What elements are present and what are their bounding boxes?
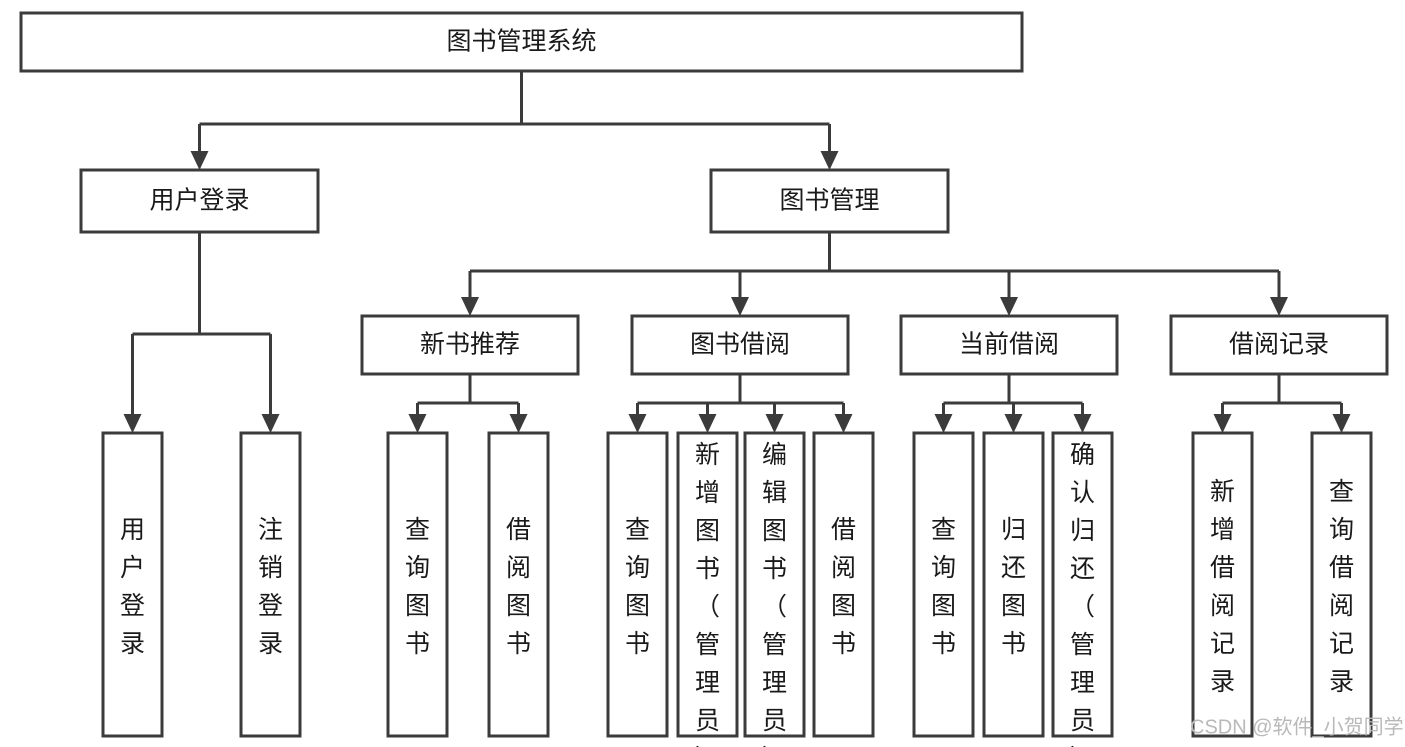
node-label-book-manage: 图书管理 (779, 187, 879, 215)
node-box-new-book-rec (360, 314, 580, 376)
node-book-borrow[interactable]: 图书借阅 (630, 314, 850, 376)
node-label-new-book-rec: 新书推荐 (420, 331, 520, 359)
node-box-user-login (79, 168, 320, 234)
node-box-leaf-borrow-query (606, 431, 669, 738)
node-leaf-user-logout[interactable]: 注销登录 (239, 431, 302, 738)
node-box-leaf-borrow-edit (743, 431, 806, 738)
node-box-leaf-cur-confirm (1051, 431, 1114, 738)
node-leaf-rec-add[interactable]: 新增借阅记录 (1191, 431, 1254, 738)
node-label-leaf-cur-return: 归还图书 (1001, 516, 1026, 658)
node-label-leaf-borrow-edit: 编辑图书（管理员） (762, 441, 787, 747)
node-box-leaf-user-login (101, 431, 164, 738)
arrow-head-icon (1000, 297, 1018, 316)
node-label-leaf-borrow-add: 新增图书（管理员） (695, 441, 720, 747)
connector-layer (123, 71, 1351, 433)
node-label-current-borrow: 当前借阅 (959, 331, 1059, 359)
node-user-login[interactable]: 用户登录 (79, 168, 320, 234)
arrow-head-icon (765, 414, 784, 433)
node-box-current-borrow (899, 314, 1119, 376)
node-leaf-borrow-add[interactable]: 新增图书（管理员） (676, 431, 739, 747)
arrow-head-icon (461, 297, 479, 316)
node-box-leaf-rec-query (386, 431, 449, 738)
node-leaf-rec-search[interactable]: 查询借阅记录 (1310, 431, 1373, 738)
arrow-head-icon (834, 414, 853, 433)
node-label-leaf-rec-borrow: 借阅图书 (506, 516, 531, 658)
node-box-leaf-cur-return (982, 431, 1045, 738)
arrow-head-icon (1073, 414, 1092, 433)
node-box-leaf-rec-add (1191, 431, 1254, 738)
csdn-watermark: CSDN @软件_小贺同学 (1190, 715, 1404, 738)
node-leaf-borrow-lend[interactable]: 借阅图书 (812, 431, 875, 738)
node-leaf-rec-borrow[interactable]: 借阅图书 (487, 431, 550, 738)
node-root[interactable]: 图书管理系统 (19, 11, 1024, 73)
arrow-head-icon (1004, 414, 1023, 433)
node-current-borrow[interactable]: 当前借阅 (899, 314, 1119, 376)
node-leaf-borrow-query[interactable]: 查询图书 (606, 431, 669, 738)
arrow-head-icon (934, 414, 953, 433)
node-leaf-cur-return[interactable]: 归还图书 (982, 431, 1045, 738)
arrow-head-icon (190, 151, 209, 170)
node-borrow-record[interactable]: 借阅记录 (1169, 314, 1389, 376)
node-label-leaf-rec-search: 查询借阅记录 (1329, 478, 1354, 696)
node-label-root: 图书管理系统 (446, 28, 596, 56)
node-leaf-rec-query[interactable]: 查询图书 (386, 431, 449, 738)
arrow-head-icon (1332, 414, 1351, 433)
node-box-leaf-borrow-add (676, 431, 739, 738)
node-label-leaf-cur-confirm: 确认归还（管理员） (1070, 441, 1095, 747)
node-leaf-borrow-edit[interactable]: 编辑图书（管理员） (743, 431, 806, 747)
node-label-leaf-rec-add: 新增借阅记录 (1210, 478, 1235, 696)
node-book-manage[interactable]: 图书管理 (709, 168, 950, 234)
arrow-head-icon (731, 297, 749, 316)
node-label-borrow-record: 借阅记录 (1229, 331, 1329, 359)
arrow-head-icon (408, 414, 427, 433)
arrow-head-icon (509, 414, 528, 433)
node-box-book-borrow (630, 314, 850, 376)
node-label-leaf-user-login: 用户登录 (120, 516, 145, 658)
node-leaf-cur-confirm[interactable]: 确认归还（管理员） (1051, 431, 1114, 747)
node-label-leaf-user-logout: 注销登录 (258, 516, 283, 658)
node-label-user-login: 用户登录 (149, 187, 249, 215)
node-box-root (19, 11, 1024, 73)
node-box-leaf-rec-search (1310, 431, 1373, 738)
node-box-leaf-rec-borrow (487, 431, 550, 738)
arrow-head-icon (628, 414, 647, 433)
node-label-leaf-borrow-lend: 借阅图书 (831, 516, 856, 658)
node-label-leaf-rec-query: 查询图书 (405, 516, 430, 658)
node-layer: 图书管理系统用户登录图书管理新书推荐图书借阅当前借阅借阅记录用户登录注销登录查询… (19, 11, 1389, 747)
arrow-head-icon (123, 414, 142, 433)
arrow-head-icon (820, 151, 839, 170)
node-label-leaf-borrow-query: 查询图书 (625, 516, 650, 658)
node-box-leaf-borrow-lend (812, 431, 875, 738)
node-box-leaf-user-logout (239, 431, 302, 738)
node-leaf-user-login[interactable]: 用户登录 (101, 431, 164, 738)
node-box-book-manage (709, 168, 950, 234)
arrow-head-icon (1213, 414, 1232, 433)
node-box-borrow-record (1169, 314, 1389, 376)
node-new-book-rec[interactable]: 新书推荐 (360, 314, 580, 376)
node-leaf-cur-query[interactable]: 查询图书 (912, 431, 975, 738)
arrow-head-icon (261, 414, 280, 433)
arrow-head-icon (1270, 297, 1288, 316)
arrow-head-icon (698, 414, 717, 433)
node-box-leaf-cur-query (912, 431, 975, 738)
node-label-book-borrow: 图书借阅 (690, 331, 790, 359)
node-label-leaf-cur-query: 查询图书 (931, 516, 956, 658)
